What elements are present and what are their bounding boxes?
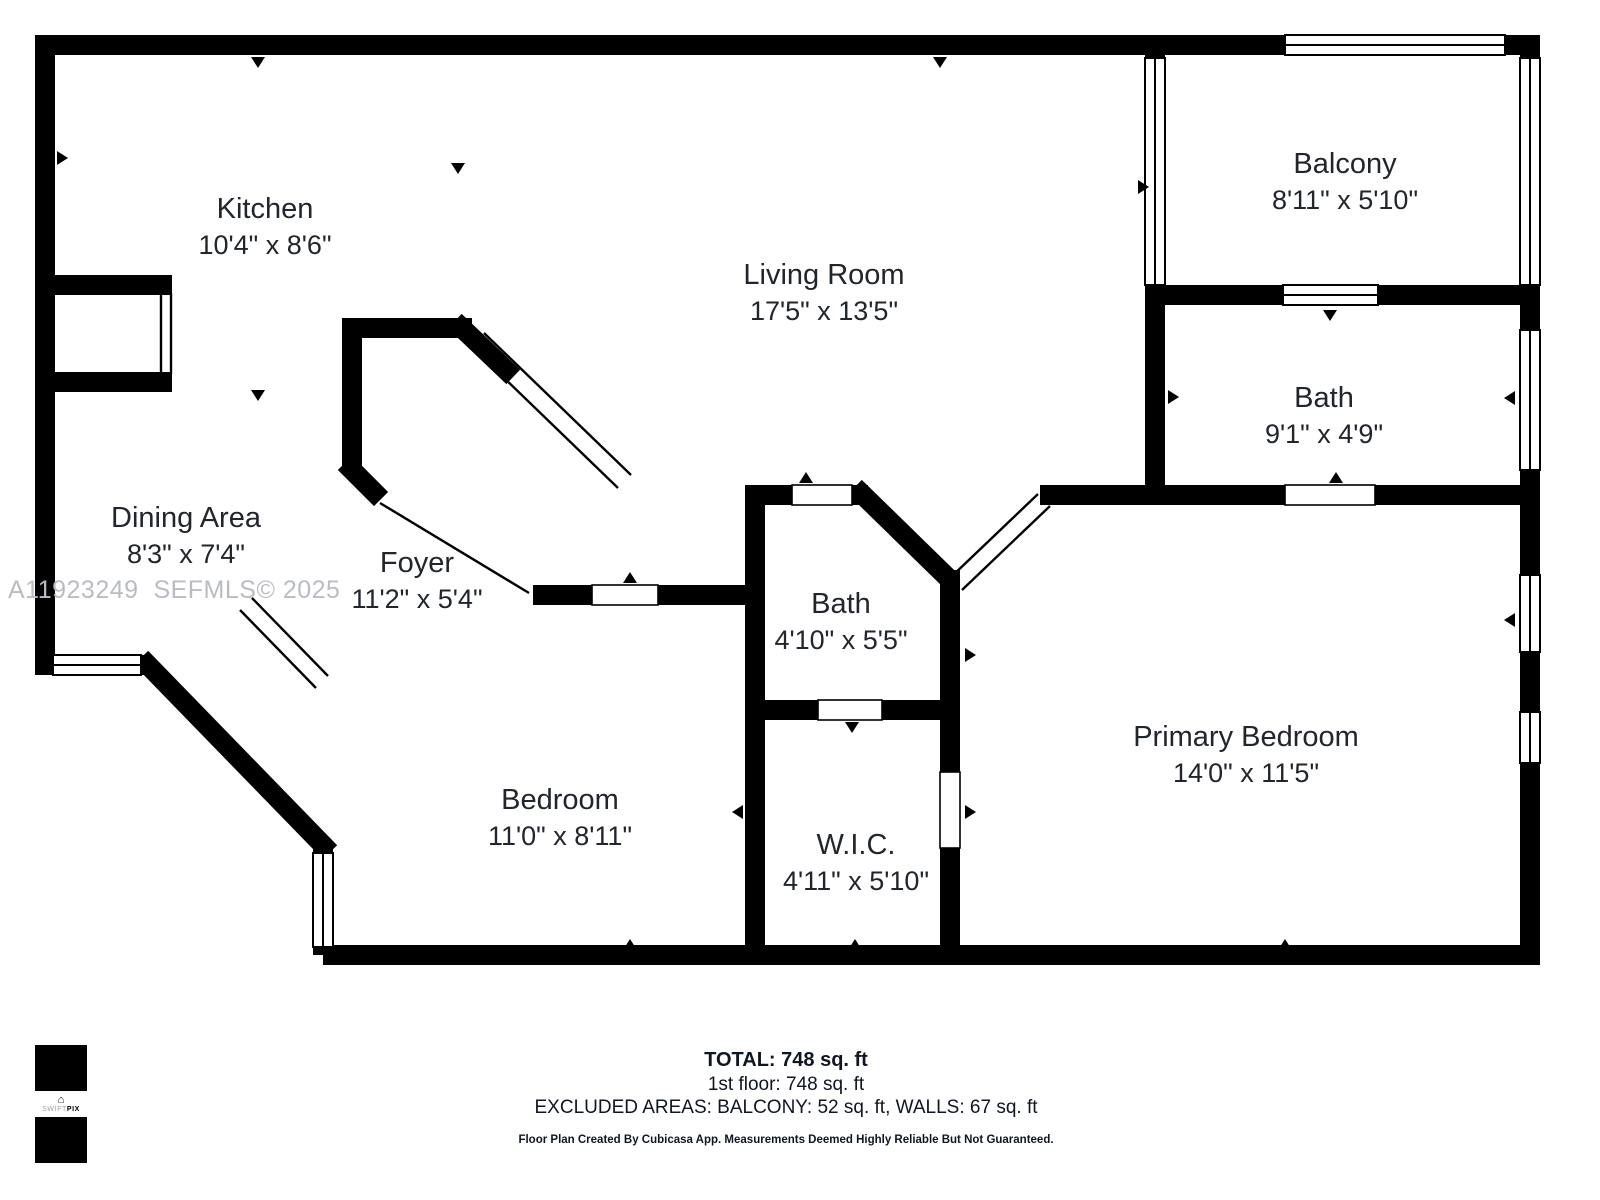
room-label-bath-upper: Bath 9'1" x 4'9" <box>1265 379 1383 452</box>
room-label-wic: W.I.C. 4'11" x 5'10" <box>783 826 929 899</box>
logo-word-second: PIX <box>66 1105 80 1113</box>
room-dimensions: 14'0" x 11'5" <box>1172 758 1320 788</box>
room-name: W.I.C. <box>816 829 896 861</box>
room-dimensions: 11'2" x 5'4" <box>351 584 483 614</box>
room-name: Balcony <box>1293 148 1397 180</box>
mls-watermark: A11923249 SEFMLS© 2025 <box>8 576 341 604</box>
room-dimensions: 17'5" x 13'5" <box>749 296 899 326</box>
room-name: Dining Area <box>111 502 261 534</box>
room-dimensions: 9'1" x 4'9" <box>1264 419 1384 449</box>
room-label-primary-bedroom: Primary Bedroom 14'0" x 11'5" <box>1133 718 1359 791</box>
area-summary: TOTAL: 748 sq. ft 1st floor: 748 sq. ft … <box>0 1048 1572 1146</box>
room-name: Foyer <box>379 547 455 579</box>
room-dimensions: 11'0" x 8'11" <box>487 821 633 851</box>
logo-middle: ⌂ SWIFTPIX <box>35 1091 87 1117</box>
room-label-bath-lower: Bath 4'10" x 5'5" <box>774 585 907 658</box>
windows <box>52 34 1541 948</box>
logo-word-first: SWIFT <box>42 1105 67 1113</box>
room-name: Primary Bedroom <box>1133 721 1359 753</box>
room-label-living-room: Living Room 17'5" x 13'5" <box>743 256 904 329</box>
floor-area: 1st floor: 748 sq. ft <box>707 1074 865 1095</box>
room-dimensions: 8'11" x 5'10" <box>1271 185 1419 215</box>
house-icon: ⌂ <box>57 1093 65 1106</box>
door-openings <box>591 484 1376 849</box>
room-label-kitchen: Kitchen 10'4" x 8'6" <box>198 190 331 263</box>
room-name: Bath <box>811 588 871 620</box>
excluded-areas: EXCLUDED AREAS: BALCONY: 52 sq. ft, WALL… <box>534 1097 1038 1118</box>
logo-wordmark: SWIFTPIX <box>42 1105 80 1114</box>
room-dimensions: 8'3" x 7'4" <box>126 539 246 569</box>
room-dimensions: 4'11" x 5'10" <box>782 866 930 896</box>
passage-lines <box>159 293 1051 689</box>
room-label-foyer: Foyer 11'2" x 5'4" <box>351 544 482 617</box>
room-name: Bath <box>1294 382 1354 414</box>
room-name: Bedroom <box>501 784 619 816</box>
room-label-bedroom: Bedroom 11'0" x 8'11" <box>488 781 632 854</box>
direction-markers <box>57 57 1515 950</box>
room-name: Kitchen <box>216 193 314 225</box>
disclaimer: Floor Plan Created By Cubicasa App. Meas… <box>518 1134 1054 1146</box>
room-label-dining-area: Dining Area 8'3" x 7'4" <box>111 499 261 572</box>
room-dimensions: 4'10" x 5'5" <box>774 625 908 655</box>
logo-block-bottom <box>35 1117 87 1163</box>
swiftpix-logo: ⌂ SWIFTPIX <box>35 1045 87 1163</box>
total-area: TOTAL: 748 sq. ft <box>704 1049 868 1071</box>
logo-block-top <box>35 1045 87 1091</box>
room-name: Living Room <box>743 259 905 291</box>
room-label-balcony: Balcony 8'11" x 5'10" <box>1272 145 1418 218</box>
room-dimensions: 10'4" x 8'6" <box>198 230 332 260</box>
